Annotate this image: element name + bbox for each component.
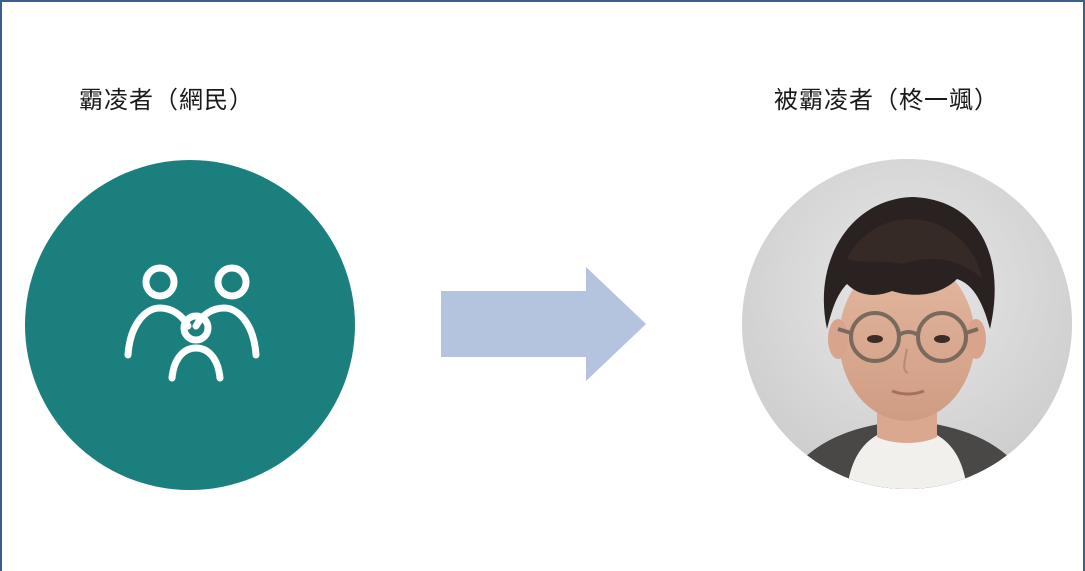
bully-label: 霸凌者（網民） xyxy=(79,86,254,114)
victim-portrait xyxy=(742,159,1072,489)
group-people-icon xyxy=(124,264,260,382)
right-arrow xyxy=(441,267,646,381)
bully-circle xyxy=(25,160,355,490)
victim-label: 被霸凌者（柊一颯） xyxy=(774,86,999,114)
portrait-photo xyxy=(742,159,1072,489)
